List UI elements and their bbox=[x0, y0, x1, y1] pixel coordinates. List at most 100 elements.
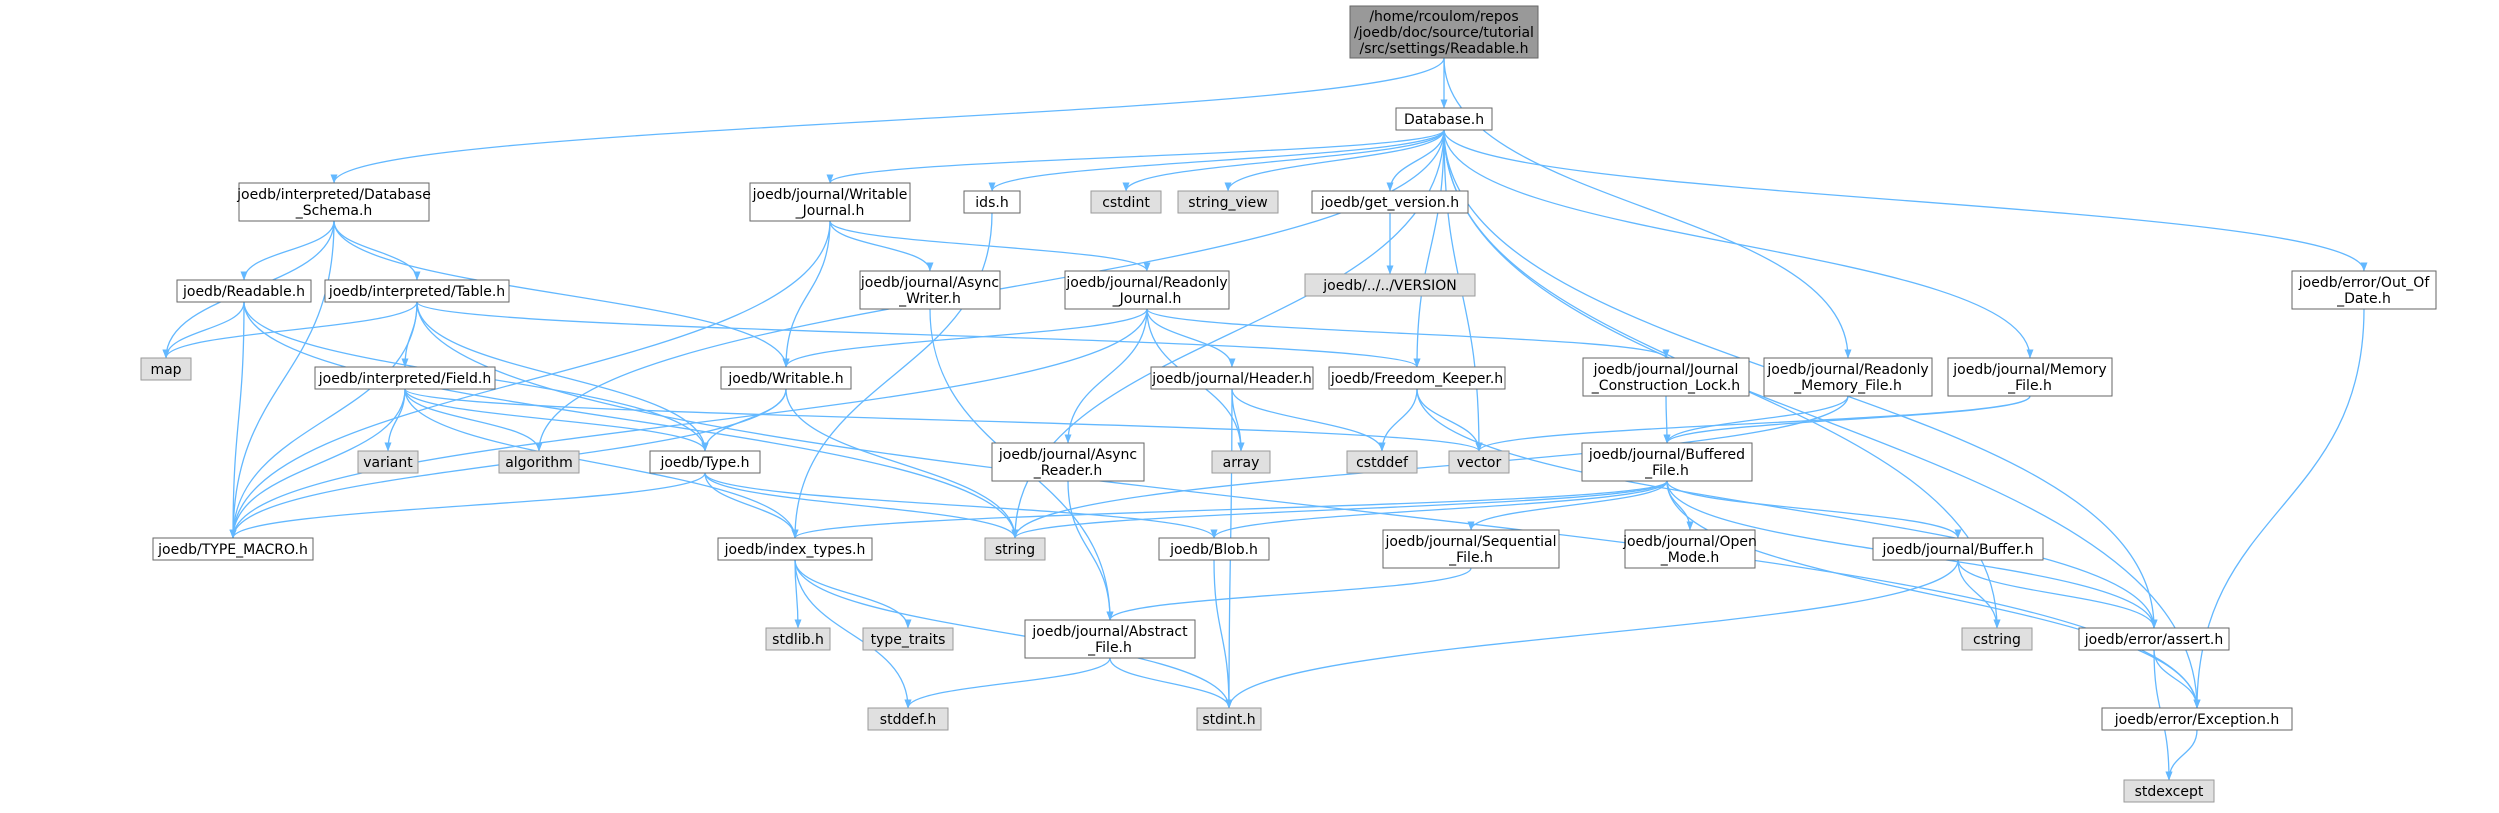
node-memory_file[interactable]: joedb/journal/Memory_File.h bbox=[1947, 357, 2113, 397]
node-box bbox=[238, 182, 430, 222]
edge-root-to-db_schema bbox=[330, 57, 1445, 184]
node-box bbox=[867, 707, 949, 731]
node-index_types[interactable]: joedb/index_types.h bbox=[717, 537, 873, 561]
node-box bbox=[649, 450, 761, 474]
edge-database-to-out_of_date bbox=[1443, 129, 2368, 272]
edge-db_schema-to-table bbox=[333, 220, 421, 281]
node-label: Database.h bbox=[1404, 112, 1484, 128]
node-label: joedb/journal/Async bbox=[998, 447, 1137, 463]
node-freedom_keeper[interactable]: joedb/Freedom_Keeper.h bbox=[1328, 366, 1506, 390]
edge-readonly_memory-to-buffered_file bbox=[1663, 395, 1849, 444]
node-readonly_journal[interactable]: joedb/journal/Readonly_Journal.h bbox=[1064, 270, 1230, 310]
node-label: /home/rcoulom/repos bbox=[1369, 9, 1518, 25]
edge-buffered_file-to-exception bbox=[1666, 480, 2201, 709]
node-box bbox=[1581, 442, 1753, 482]
edge-index_types-to-stdint bbox=[794, 559, 1233, 709]
node-writable[interactable]: joedb/Writable.h bbox=[720, 366, 852, 390]
node-box bbox=[2123, 779, 2215, 803]
node-label: stdint.h bbox=[1202, 712, 1255, 728]
edge-database-to-cstdint bbox=[1122, 129, 1445, 192]
node-label: joedb/index_types.h bbox=[724, 542, 866, 558]
node-label: string_view bbox=[1188, 195, 1267, 211]
node-label: joedb/journal/Async bbox=[860, 275, 999, 291]
node-field[interactable]: joedb/interpreted/Field.h bbox=[314, 366, 496, 390]
node-ids[interactable]: ids.h bbox=[963, 190, 1021, 214]
node-box bbox=[859, 270, 1001, 310]
node-sequential_file[interactable]: joedb/journal/Sequential_File.h bbox=[1382, 529, 1560, 569]
node-label: cstring bbox=[1973, 632, 2021, 648]
edge-buffered_file-to-sequential_file bbox=[1467, 480, 1668, 531]
node-box bbox=[1582, 357, 1750, 397]
edge-readonly_journal-to-async_reader bbox=[1064, 308, 1148, 444]
node-label: stddef.h bbox=[880, 712, 936, 728]
node-assert[interactable]: joedb/error/assert.h bbox=[2078, 627, 2230, 651]
node-db_schema[interactable]: joedb/interpreted/Database_Schema.h bbox=[236, 182, 431, 222]
edge-buffered_file-to-blob bbox=[1210, 480, 1668, 539]
node-label: array bbox=[1223, 455, 1260, 471]
edge-readable-to-string bbox=[243, 301, 1019, 539]
node-box bbox=[862, 627, 954, 651]
node-box bbox=[1349, 5, 1539, 59]
node-label: ids.h bbox=[975, 195, 1008, 211]
node-label: cstddef bbox=[1356, 455, 1409, 471]
edge-db_schema-to-writable bbox=[333, 220, 790, 368]
node-label: joedb/Freedom_Keeper.h bbox=[1330, 371, 1503, 387]
node-label: _File.h bbox=[1644, 463, 1689, 479]
node-algorithm: algorithm bbox=[498, 450, 580, 474]
node-out_of_date[interactable]: joedb/error/Out_Of_Date.h bbox=[2291, 270, 2437, 310]
dependency-edges bbox=[162, 57, 2368, 781]
node-label: _Date.h bbox=[2336, 291, 2391, 307]
node-type_macro[interactable]: joedb/TYPE_MACRO.h bbox=[152, 537, 314, 561]
node-box bbox=[152, 537, 314, 561]
edge-abstract_file-to-stdint bbox=[1109, 657, 1233, 709]
edge-type_h-to-index_types bbox=[704, 472, 799, 539]
node-async_reader[interactable]: joedb/journal/Async_Reader.h bbox=[991, 442, 1145, 482]
node-async_writer[interactable]: joedb/journal/Async_Writer.h bbox=[859, 270, 1001, 310]
node-label: stdexcept bbox=[2135, 784, 2204, 800]
node-label: joedb/../../VERSION bbox=[1322, 278, 1456, 294]
node-buffered_file[interactable]: joedb/journal/Buffered_File.h bbox=[1581, 442, 1753, 482]
edge-journal_lock-to-buffered_file bbox=[1663, 395, 1671, 444]
node-database[interactable]: Database.h bbox=[1395, 107, 1493, 131]
edge-writable_journal-to-writable bbox=[782, 220, 831, 368]
edge-writable-to-string bbox=[785, 388, 1019, 539]
edge-field-to-algorithm bbox=[404, 388, 543, 452]
node-exception[interactable]: joedb/error/Exception.h bbox=[2101, 707, 2293, 731]
node-box bbox=[2078, 627, 2230, 651]
node-journal_lock[interactable]: joedb/journal/Journal_Construction_Lock.… bbox=[1582, 357, 1750, 397]
node-get_version[interactable]: joedb/get_version.h bbox=[1311, 190, 1469, 214]
node-header[interactable]: joedb/journal/Header.h bbox=[1150, 366, 1314, 390]
node-blob[interactable]: joedb/Blob.h bbox=[1158, 537, 1270, 561]
node-stdlib: stdlib.h bbox=[765, 627, 831, 651]
node-box bbox=[1382, 529, 1560, 569]
node-box bbox=[1395, 107, 1493, 131]
node-type_h[interactable]: joedb/Type.h bbox=[649, 450, 761, 474]
node-label: joedb/journal/Abstract bbox=[1031, 624, 1188, 640]
node-abstract_file[interactable]: joedb/journal/Abstract_File.h bbox=[1024, 619, 1196, 659]
edge-buffer-to-cstring bbox=[1957, 559, 2001, 629]
edge-table-to-type_macro bbox=[229, 301, 418, 539]
node-table[interactable]: joedb/interpreted/Table.h bbox=[324, 279, 510, 303]
node-label: stdlib.h bbox=[772, 632, 824, 648]
node-box bbox=[991, 442, 1145, 482]
node-open_mode[interactable]: joedb/journal/Open_Mode.h bbox=[1622, 529, 1757, 569]
node-box bbox=[1448, 450, 1510, 474]
node-box bbox=[1304, 273, 1476, 297]
node-buffer[interactable]: joedb/journal/Buffer.h bbox=[1872, 537, 2044, 561]
node-box bbox=[1624, 529, 1756, 569]
node-label: joedb/TYPE_MACRO.h bbox=[157, 542, 308, 558]
node-label: _File.h bbox=[1448, 550, 1493, 566]
edge-exception-to-stdexcept bbox=[2165, 729, 2198, 781]
node-readable[interactable]: joedb/Readable.h bbox=[176, 279, 312, 303]
node-readonly_memory[interactable]: joedb/journal/Readonly_Memory_File.h bbox=[1763, 357, 1933, 397]
node-cstdint: cstdint bbox=[1090, 190, 1162, 214]
node-label: joedb/journal/Buffered bbox=[1588, 447, 1745, 463]
node-label: joedb/Readable.h bbox=[182, 284, 305, 300]
edge-db_schema-to-readable bbox=[240, 220, 335, 281]
node-label: _Schema.h bbox=[295, 203, 373, 219]
node-box bbox=[498, 450, 580, 474]
edge-blob-to-stdint bbox=[1213, 559, 1233, 709]
node-writable_journal[interactable]: joedb/journal/Writable_Journal.h bbox=[749, 182, 911, 222]
node-box bbox=[1961, 627, 2033, 651]
node-label: joedb/journal/Memory bbox=[1952, 362, 2106, 378]
